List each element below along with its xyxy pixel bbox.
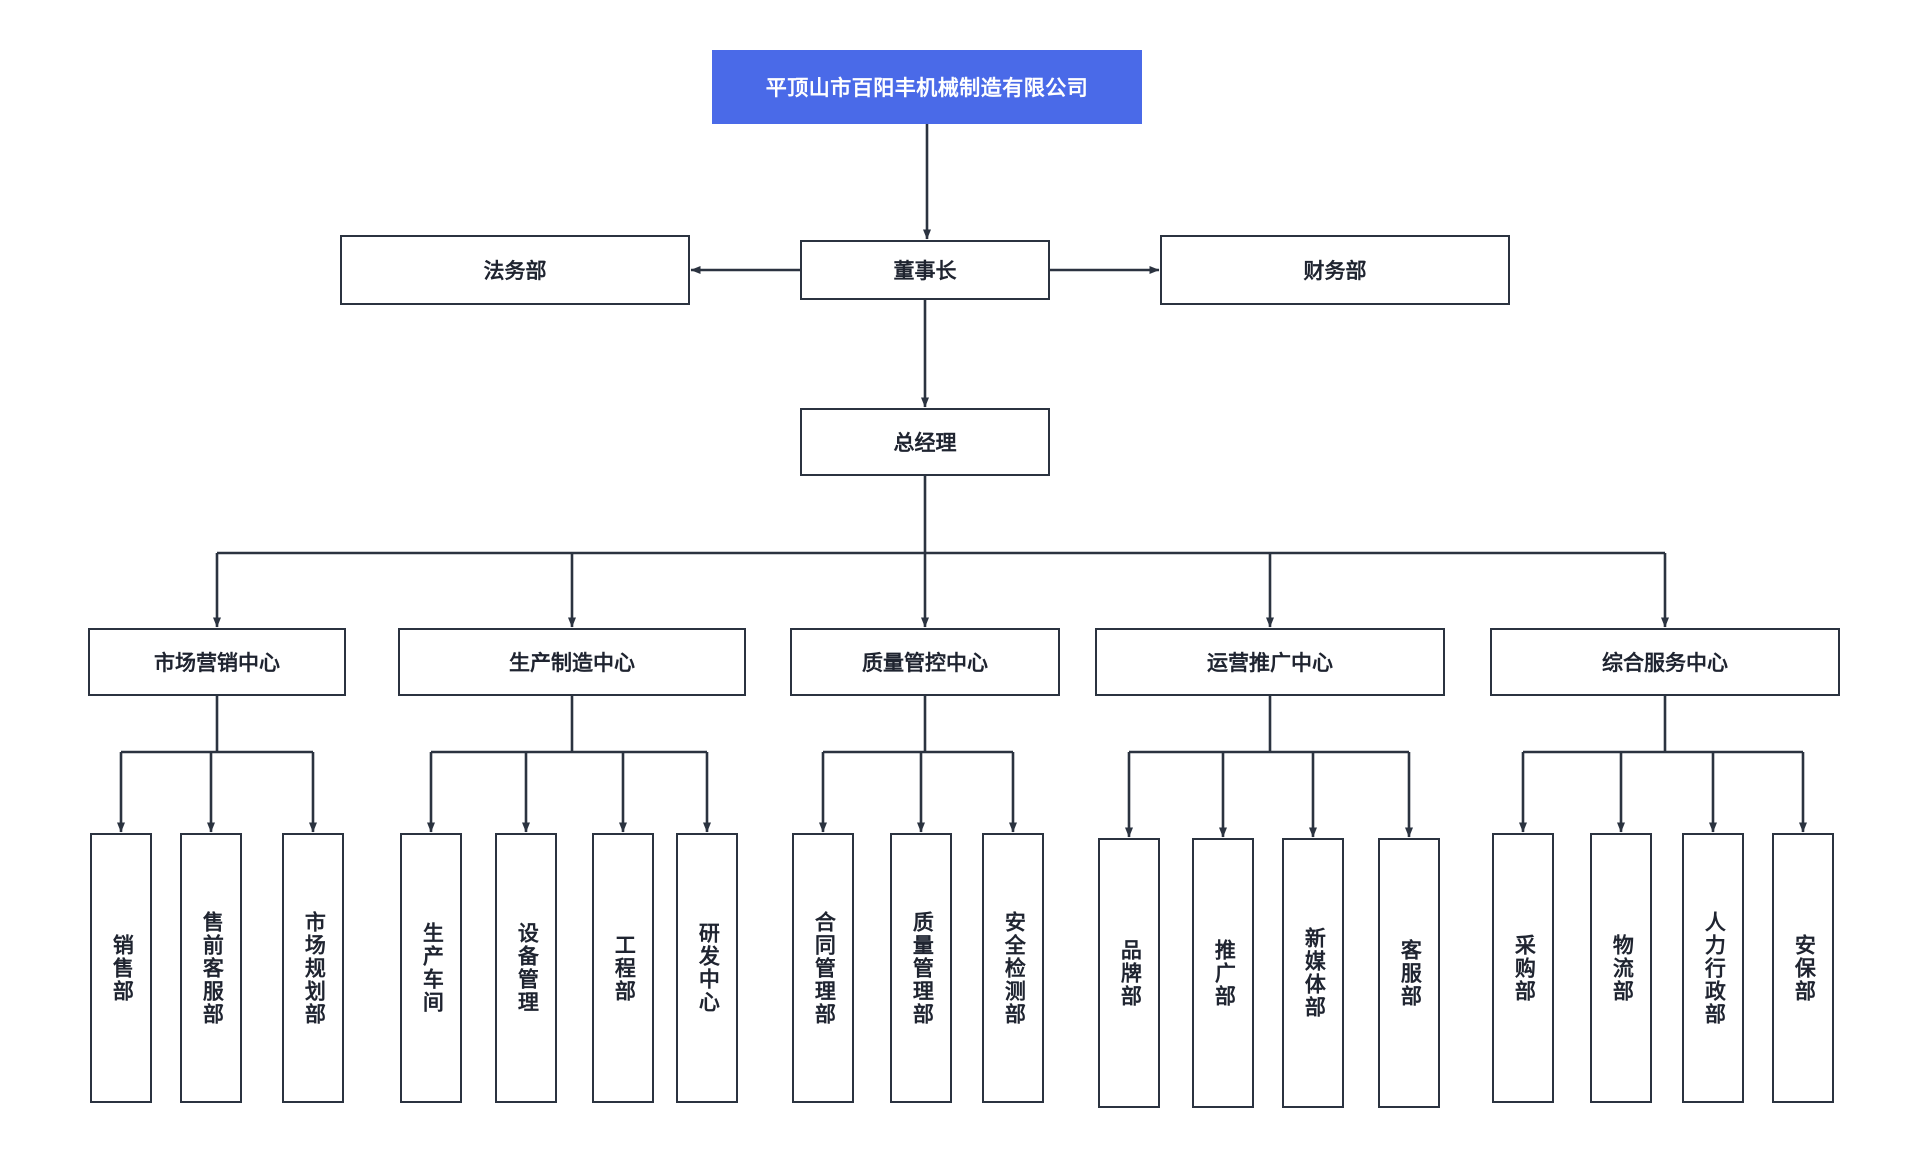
node-department-2-3[interactable]: 工程部 <box>592 833 654 1103</box>
node-department-1-1[interactable]: 销售部 <box>90 833 152 1103</box>
center-label: 综合服务中心 <box>1602 652 1728 675</box>
node-chairman[interactable]: 董事长 <box>800 240 1050 300</box>
node-department-2-1[interactable]: 生产车间 <box>400 833 462 1103</box>
node-general-manager[interactable]: 总经理 <box>800 408 1050 476</box>
finance-department-label: 财务部 <box>1303 260 1367 283</box>
department-label: 售前客服部 <box>200 910 224 1026</box>
department-label: 推广部 <box>1212 938 1236 1008</box>
node-department-3-3[interactable]: 安全检测部 <box>982 833 1044 1103</box>
department-label: 人力行政部 <box>1702 910 1726 1026</box>
department-label: 物流部 <box>1610 933 1634 1003</box>
node-department-3-2[interactable]: 质量管理部 <box>890 833 952 1103</box>
node-center-1[interactable]: 市场营销中心 <box>88 628 346 696</box>
department-label: 研发中心 <box>696 922 720 1014</box>
center-label: 市场营销中心 <box>154 652 280 675</box>
department-label: 工程部 <box>612 933 636 1003</box>
node-company-root[interactable]: 平顶山市百阳丰机械制造有限公司 <box>712 50 1142 124</box>
center-label: 质量管控中心 <box>862 652 988 675</box>
department-label: 安全检测部 <box>1002 910 1026 1026</box>
department-label: 销售部 <box>110 933 134 1003</box>
department-label: 品牌部 <box>1118 938 1142 1008</box>
node-department-4-1[interactable]: 品牌部 <box>1098 838 1160 1108</box>
node-department-2-2[interactable]: 设备管理 <box>495 833 557 1103</box>
node-center-3[interactable]: 质量管控中心 <box>790 628 1060 696</box>
department-label: 安保部 <box>1792 933 1816 1003</box>
chairman-label: 董事长 <box>893 260 957 283</box>
node-department-5-3[interactable]: 人力行政部 <box>1682 833 1744 1103</box>
department-label: 质量管理部 <box>910 910 934 1026</box>
node-department-2-4[interactable]: 研发中心 <box>676 833 738 1103</box>
company-name-label: 平顶山市百阳丰机械制造有限公司 <box>765 77 1089 100</box>
legal-department-label: 法务部 <box>483 260 547 283</box>
department-label: 采购部 <box>1512 933 1536 1003</box>
department-label: 市场规划部 <box>302 910 326 1026</box>
department-label: 设备管理 <box>515 922 539 1014</box>
department-label: 合同管理部 <box>812 910 836 1026</box>
node-center-5[interactable]: 综合服务中心 <box>1490 628 1840 696</box>
node-department-4-3[interactable]: 新媒体部 <box>1282 838 1344 1108</box>
node-finance-department[interactable]: 财务部 <box>1160 235 1510 305</box>
node-center-2[interactable]: 生产制造中心 <box>398 628 746 696</box>
node-department-1-3[interactable]: 市场规划部 <box>282 833 344 1103</box>
node-department-5-1[interactable]: 采购部 <box>1492 833 1554 1103</box>
node-center-4[interactable]: 运营推广中心 <box>1095 628 1445 696</box>
node-department-5-4[interactable]: 安保部 <box>1772 833 1834 1103</box>
department-label: 生产车间 <box>420 922 444 1014</box>
node-department-5-2[interactable]: 物流部 <box>1590 833 1652 1103</box>
node-department-4-4[interactable]: 客服部 <box>1378 838 1440 1108</box>
node-department-4-2[interactable]: 推广部 <box>1192 838 1254 1108</box>
node-department-3-1[interactable]: 合同管理部 <box>792 833 854 1103</box>
node-legal-department[interactable]: 法务部 <box>340 235 690 305</box>
department-label: 新媒体部 <box>1302 927 1326 1019</box>
center-label: 运营推广中心 <box>1207 652 1333 675</box>
department-label: 客服部 <box>1398 938 1422 1008</box>
center-label: 生产制造中心 <box>509 652 635 675</box>
node-department-1-2[interactable]: 售前客服部 <box>180 833 242 1103</box>
general-manager-label: 总经理 <box>893 432 957 455</box>
